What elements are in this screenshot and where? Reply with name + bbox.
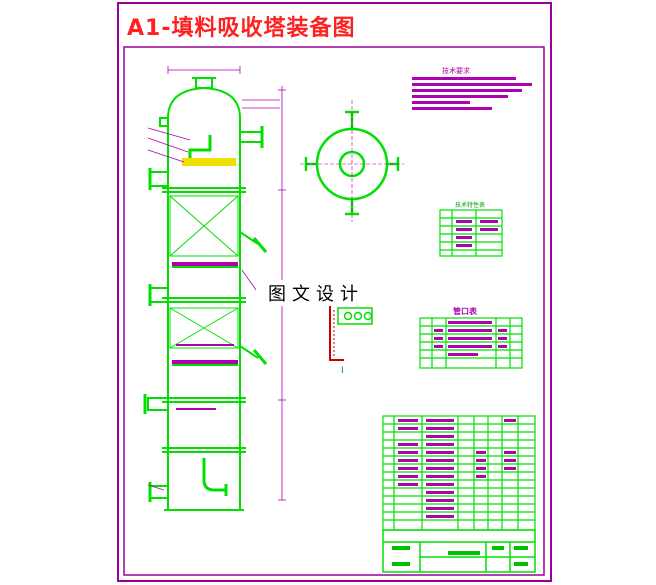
tech-requirements-heading: 技术要求 bbox=[442, 67, 470, 75]
title-block-entries bbox=[392, 546, 528, 566]
packed-tower bbox=[143, 77, 268, 511]
characteristics-table-entries bbox=[456, 220, 498, 247]
detail-label: I bbox=[341, 366, 344, 376]
title-block bbox=[382, 529, 536, 573]
liquid-distributor bbox=[182, 158, 236, 166]
outer-frame bbox=[117, 2, 552, 582]
inner-frame bbox=[123, 46, 545, 576]
watermark-text: 图文设计 bbox=[262, 280, 370, 306]
drawing-title: A1-填料吸收塔装备图 bbox=[127, 16, 356, 41]
parts-list bbox=[382, 415, 536, 531]
detail-view bbox=[329, 306, 373, 361]
plan-view-centerlines bbox=[300, 100, 404, 222]
nozzle-table bbox=[419, 317, 523, 369]
tech-requirements-lines bbox=[412, 77, 532, 110]
parts-list-entries bbox=[398, 419, 516, 518]
nozzle-table-heading: 管口表 bbox=[453, 307, 477, 316]
characteristics-table-heading: 技术特性表 bbox=[455, 202, 486, 209]
nozzle-table-entries bbox=[434, 321, 507, 356]
characteristics-table bbox=[439, 209, 503, 257]
support-plates bbox=[172, 262, 238, 410]
